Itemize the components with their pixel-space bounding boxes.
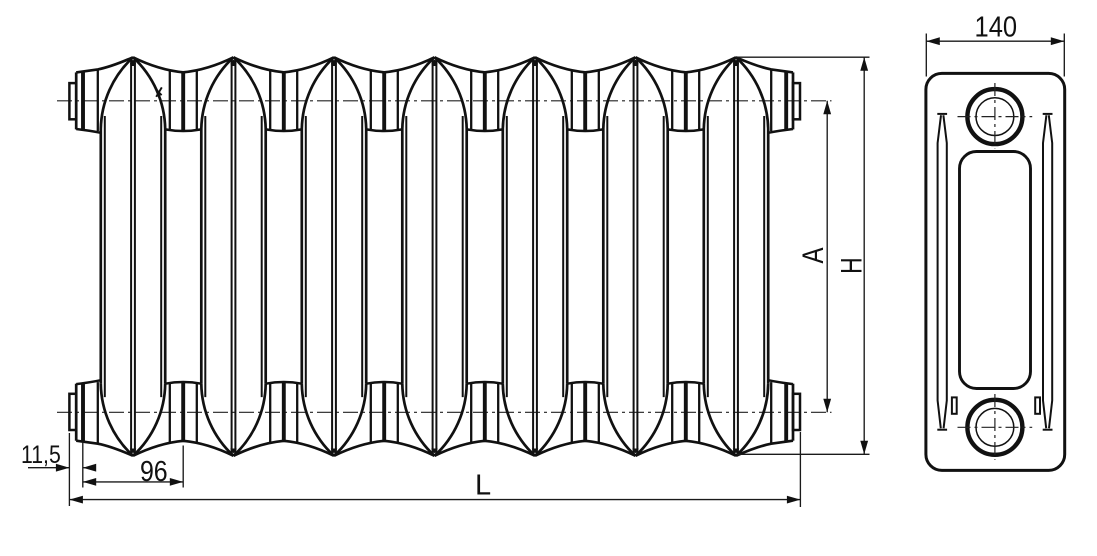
svg-text:96: 96 bbox=[140, 455, 168, 487]
svg-text:H: H bbox=[834, 257, 868, 273]
svg-text:140: 140 bbox=[975, 10, 1018, 43]
svg-text:A: A bbox=[795, 247, 829, 264]
svg-text:11,5: 11,5 bbox=[21, 441, 61, 469]
svg-text:L: L bbox=[475, 469, 491, 501]
